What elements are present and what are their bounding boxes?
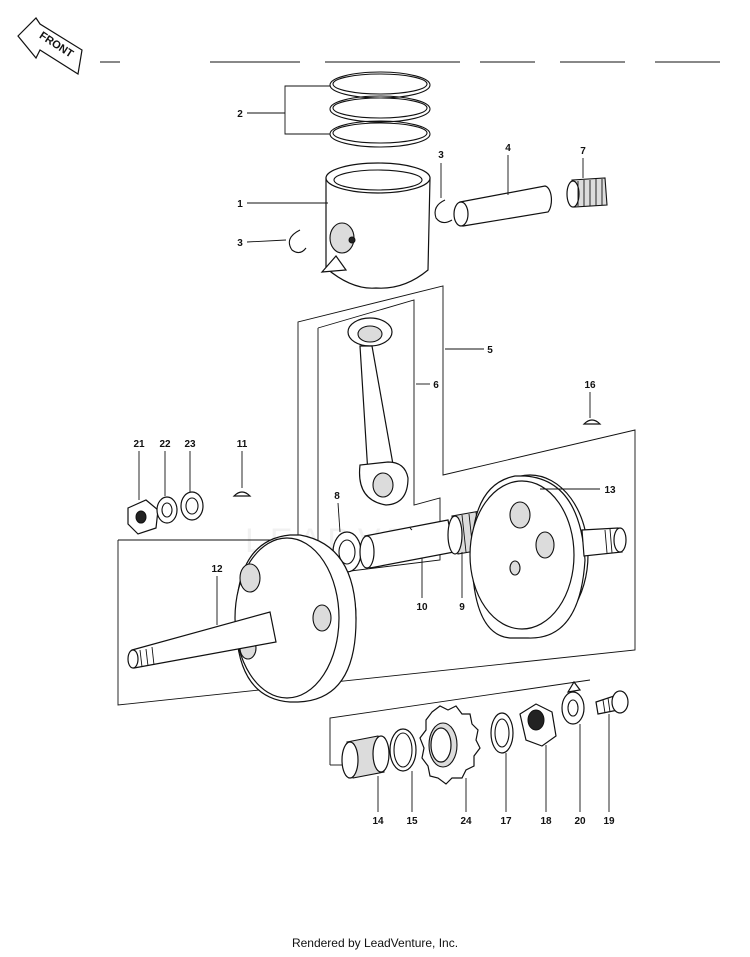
callout-12: 12 [211, 564, 223, 575]
piston-rings [329, 71, 431, 148]
callout-13: 13 [604, 485, 616, 496]
callout-17: 17 [500, 816, 512, 827]
lock-washer-20 [561, 680, 585, 725]
nut-21 [127, 499, 159, 535]
callout-19: 19 [603, 816, 615, 827]
callout-15: 15 [406, 816, 418, 827]
callout-18: 18 [540, 816, 552, 827]
footer-credit: Rendered by LeadVenture, Inc. [291, 936, 459, 950]
callout-5: 5 [487, 345, 493, 356]
lock-washer-22 [156, 496, 178, 524]
woodruff-key-11 [232, 491, 252, 497]
callout-11: 11 [237, 439, 248, 450]
woodruff-key-16 [582, 419, 602, 425]
callout-4: 4 [505, 143, 511, 154]
callout-24: 24 [460, 816, 472, 827]
washer-23 [180, 491, 204, 521]
circlip-17 [490, 712, 514, 754]
callout-3-right: 3 [438, 150, 444, 161]
callout-9: 9 [459, 602, 465, 613]
piston [320, 162, 431, 289]
connecting-rod [347, 317, 409, 506]
front-arrow-icon: FRONT [17, 17, 83, 75]
callout-22: 22 [159, 439, 171, 450]
callout-20: 20 [574, 816, 586, 827]
small-end-needle-bearing [566, 177, 608, 208]
callout-14: 14 [372, 816, 384, 827]
callout-6: 6 [433, 380, 439, 391]
callout-2: 2 [237, 109, 243, 120]
callout-7: 7 [580, 146, 586, 157]
callout-16: 16 [584, 380, 596, 391]
bolt-19 [595, 690, 629, 715]
o-ring-15 [389, 728, 417, 772]
callout-10: 10 [416, 602, 428, 613]
leader-lines [138, 85, 610, 812]
circlip-left [288, 229, 307, 254]
callout-21: 21 [133, 439, 145, 450]
callout-8: 8 [334, 491, 340, 502]
lower-parts-bracket [329, 679, 591, 765]
callout-3-left: 3 [237, 238, 243, 249]
callout-1: 1 [237, 199, 243, 210]
circlip-right [434, 199, 453, 224]
callout-23: 23 [184, 439, 196, 450]
crank-pin [359, 519, 455, 569]
bushing-14 [341, 735, 390, 779]
nut-18 [519, 703, 557, 747]
piston-pin [453, 185, 553, 227]
primary-gear-24 [419, 705, 481, 785]
callout-labels: 2 1 3 3 4 7 5 6 16 21 22 23 11 8 13 12 1… [133, 109, 616, 827]
crankshaft-right-half [469, 474, 627, 639]
crankshaft-left-half [127, 534, 357, 703]
